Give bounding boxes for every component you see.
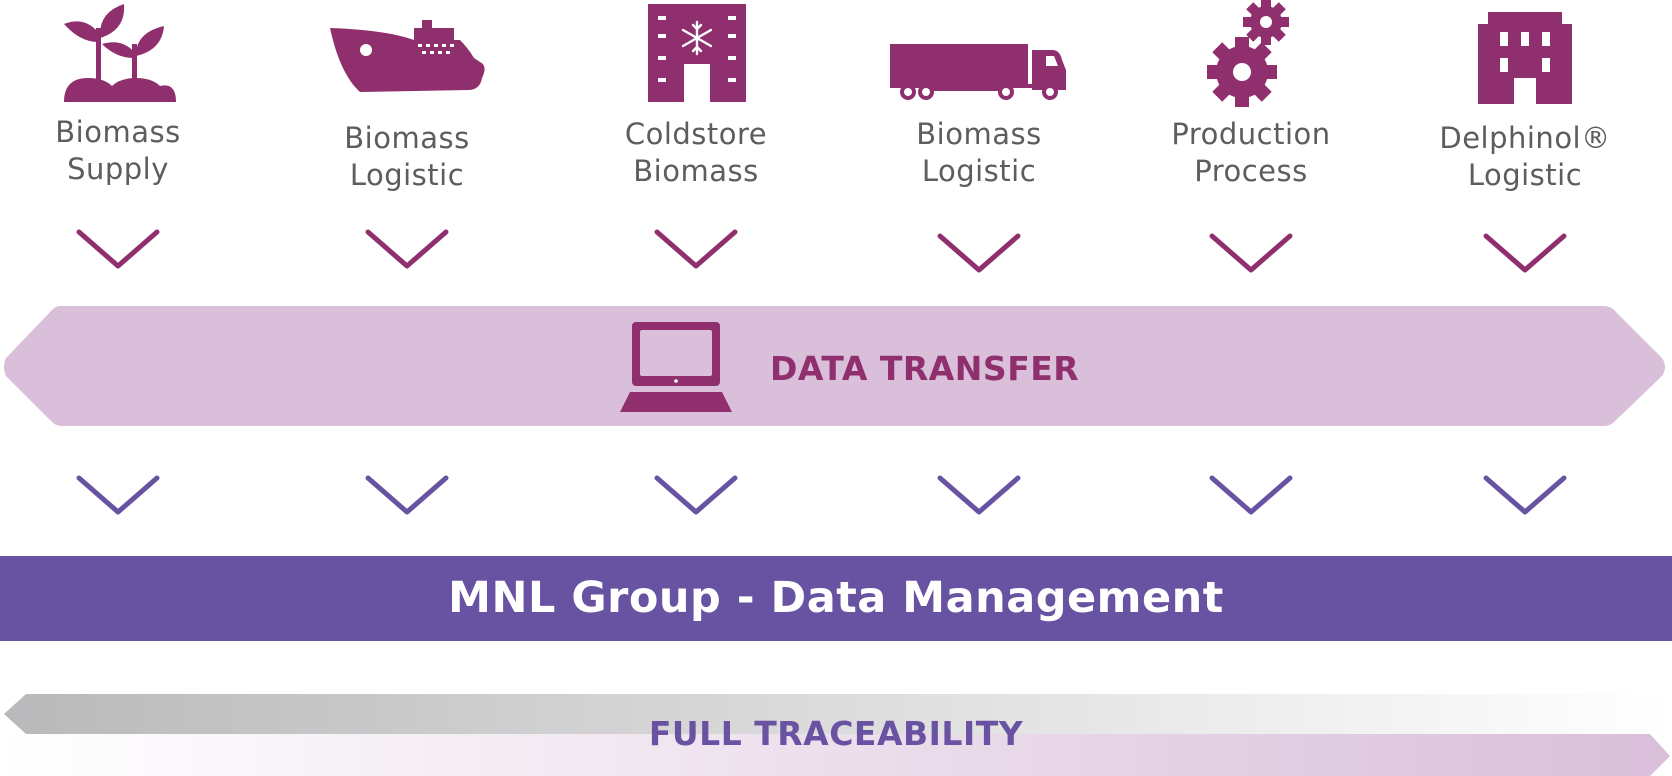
stage-label-production-process: Production Process (1171, 117, 1331, 188)
chevron-down-icon (362, 470, 452, 520)
factory-building-icon (1478, 12, 1572, 104)
chevron-down-icon (1480, 470, 1570, 520)
plant-sprouts-icon (58, 2, 178, 102)
full-traceability-label: FULL TRACEABILITY (648, 714, 1024, 753)
laptop-icon (618, 322, 734, 414)
chevron-down-icon (1206, 470, 1296, 520)
gears-icon (1206, 0, 1296, 110)
chevron-down-icon (1206, 228, 1296, 278)
stage-label-biomass-logistic-ship: Biomass Logistic (344, 121, 470, 192)
stage-label-biomass-supply: Biomass Supply (55, 115, 181, 186)
data-management-label: MNL Group - Data Management (448, 573, 1224, 623)
truck-trailer-icon (890, 42, 1068, 102)
chevron-down-icon (651, 224, 741, 274)
chevron-down-icon (1480, 228, 1570, 278)
chevron-down-icon (651, 470, 741, 520)
data-transfer-label: DATA TRANSFER (770, 349, 1080, 388)
data-management-bar: MNL Group - Data Management (0, 556, 1672, 641)
stage-label-coldstore-biomass: Coldstore Biomass (624, 117, 768, 188)
chevron-down-icon (934, 470, 1024, 520)
chevron-down-icon (362, 224, 452, 274)
coldstore-building-icon (648, 4, 746, 102)
data-transfer-band (4, 306, 1665, 426)
stage-label-delphinol-logistic: Delphinol® Logistic (1439, 121, 1611, 192)
chevron-down-icon (934, 228, 1024, 278)
chevron-down-icon (73, 224, 163, 274)
cargo-ship-icon (330, 18, 486, 94)
traceability-arrows (0, 694, 1672, 776)
chevron-down-icon (73, 470, 163, 520)
stage-label-biomass-logistic-truck: Biomass Logistic (916, 117, 1042, 188)
